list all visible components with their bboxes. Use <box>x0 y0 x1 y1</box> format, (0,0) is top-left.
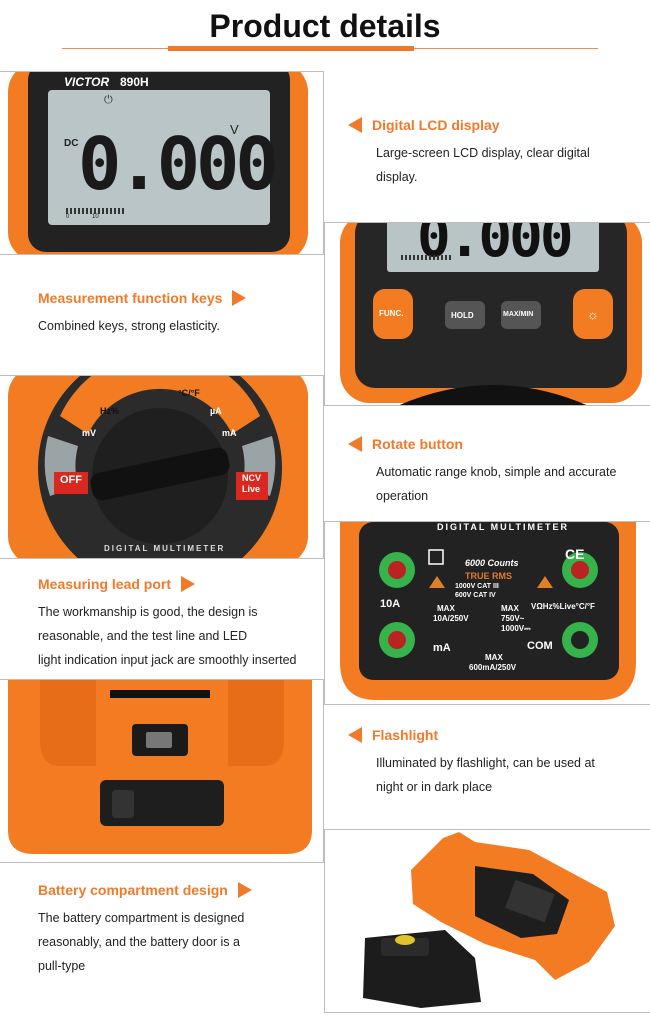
title-accent-bar <box>168 46 414 51</box>
section-desc: light indication input jack are smoothly… <box>38 653 297 667</box>
section-desc: reasonable, and the test line and LED <box>38 629 248 643</box>
battery-compartment-photo <box>324 829 650 1013</box>
section-desc: pull-type <box>38 959 86 973</box>
lcd-reading: 0.000 <box>78 122 279 206</box>
section-desc: display. <box>376 170 418 184</box>
arrow-left-icon <box>348 436 362 452</box>
ports-brand-arc: DIGITAL MULTIMETER <box>437 522 569 532</box>
cat-rating-2: 600V CAT IV <box>455 592 496 599</box>
section-battery: Battery compartment design The battery c… <box>38 882 320 978</box>
max-label-1: MAX <box>437 604 455 613</box>
section-title: Rotate button <box>372 436 463 452</box>
arrow-right-icon <box>181 576 196 592</box>
hz-pct-label: Hz% <box>100 406 120 416</box>
counts-label: 6000 Counts <box>465 558 519 568</box>
section-lcd: Digital LCD display Large-screen LCD dis… <box>348 117 638 189</box>
max-label-3: MAX <box>485 653 503 662</box>
lead-ports-photo: DIGITAL MULTIMETER 6000 Counts TRUE RMS … <box>324 521 650 705</box>
max-value-2: 750V~ <box>501 614 525 623</box>
header: Product details <box>0 0 650 60</box>
mv-label: mV <box>82 428 97 438</box>
section-title: Measurement function keys <box>38 290 223 306</box>
bargraph-zero: 0 <box>66 214 70 220</box>
lcd-unit: V <box>230 122 239 137</box>
temp-label: °C/°F <box>178 388 200 398</box>
cat-rating-1: 1000V CAT III <box>455 583 499 590</box>
page-title: Product details <box>209 8 441 44</box>
section-ports: Measuring lead port The workmanship is g… <box>38 576 320 672</box>
rotary-dial-photo: OFF NCV Live Hz% °C/°F µA mA mV DIGITAL … <box>0 375 324 559</box>
dial-brand-arc: DIGITAL MULTIMETER <box>104 544 226 553</box>
arrow-left-icon <box>348 117 362 133</box>
port-10a-label: 10A <box>380 598 401 610</box>
max-value-1: 10A/250V <box>433 614 469 623</box>
live-label: Live <box>242 484 261 494</box>
section-desc: Automatic range knob, simple and accurat… <box>376 465 617 479</box>
section-desc: Illuminated by flashlight, can be used a… <box>376 756 595 770</box>
section-desc: The battery compartment is designed <box>38 911 245 925</box>
bargraph <box>66 208 126 214</box>
ua-label: µA <box>210 406 222 416</box>
arrow-right-icon <box>232 290 247 306</box>
section-title: Battery compartment design <box>38 882 228 898</box>
ncv-label: NCV <box>242 473 262 483</box>
arrow-left-icon <box>348 727 362 743</box>
port-com-label: COM <box>527 640 553 652</box>
true-rms-label: TRUE RMS <box>465 571 512 581</box>
bargraph <box>401 255 451 260</box>
max-value-2b: 1000V⎓ <box>501 624 531 633</box>
lcd-reading-partial: 0.000 <box>417 222 574 270</box>
port-vhz-label: VΩHz%Live°C/°F <box>531 602 595 611</box>
flashlight-photo <box>0 679 324 863</box>
model-label: 890H <box>120 75 149 89</box>
section-desc: reasonably, and the battery door is a <box>38 935 240 949</box>
ce-mark: CE <box>565 546 585 562</box>
section-desc: Combined keys, strong elasticity. <box>38 319 220 333</box>
max-label-2: MAX <box>501 604 519 613</box>
arrow-right-icon <box>237 882 252 898</box>
ma-label: mA <box>222 428 237 438</box>
section-desc: The workmanship is good, the design is <box>38 605 258 619</box>
function-keys-photo: 0.000 FUNC. HOLD MAX/MIN ☼ <box>324 222 650 406</box>
section-desc: Large-screen LCD display, clear digital <box>376 146 590 160</box>
max-value-3: 600mA/250V <box>469 663 517 672</box>
lcd-photo: VICTOR 890H ⏻ DC 0.000 V 0 10 <box>0 71 324 255</box>
light-icon[interactable]: ☼ <box>587 307 599 322</box>
func-button[interactable]: FUNC. <box>379 309 404 318</box>
section-title: Measuring lead port <box>38 576 172 592</box>
power-icon: ⏻ <box>104 94 113 106</box>
port-ma-label: mA <box>433 642 451 654</box>
section-desc: night or in dark place <box>376 780 493 794</box>
section-title: Digital LCD display <box>372 117 500 133</box>
off-label: OFF <box>60 474 82 486</box>
section-desc: operation <box>376 489 429 503</box>
bargraph-ten: 10 <box>92 214 99 220</box>
hold-button[interactable]: HOLD <box>451 311 474 320</box>
section-keys: Measurement function keys Combined keys,… <box>38 290 318 338</box>
section-flashlight: Flashlight Illuminated by flashlight, ca… <box>348 727 638 799</box>
section-dial: Rotate button Automatic range knob, simp… <box>348 436 638 508</box>
dc-indicator: DC <box>64 138 79 149</box>
maxmin-button[interactable]: MAX/MIN <box>503 311 534 318</box>
section-title: Flashlight <box>372 727 439 743</box>
brand-logo: VICTOR <box>64 75 110 89</box>
